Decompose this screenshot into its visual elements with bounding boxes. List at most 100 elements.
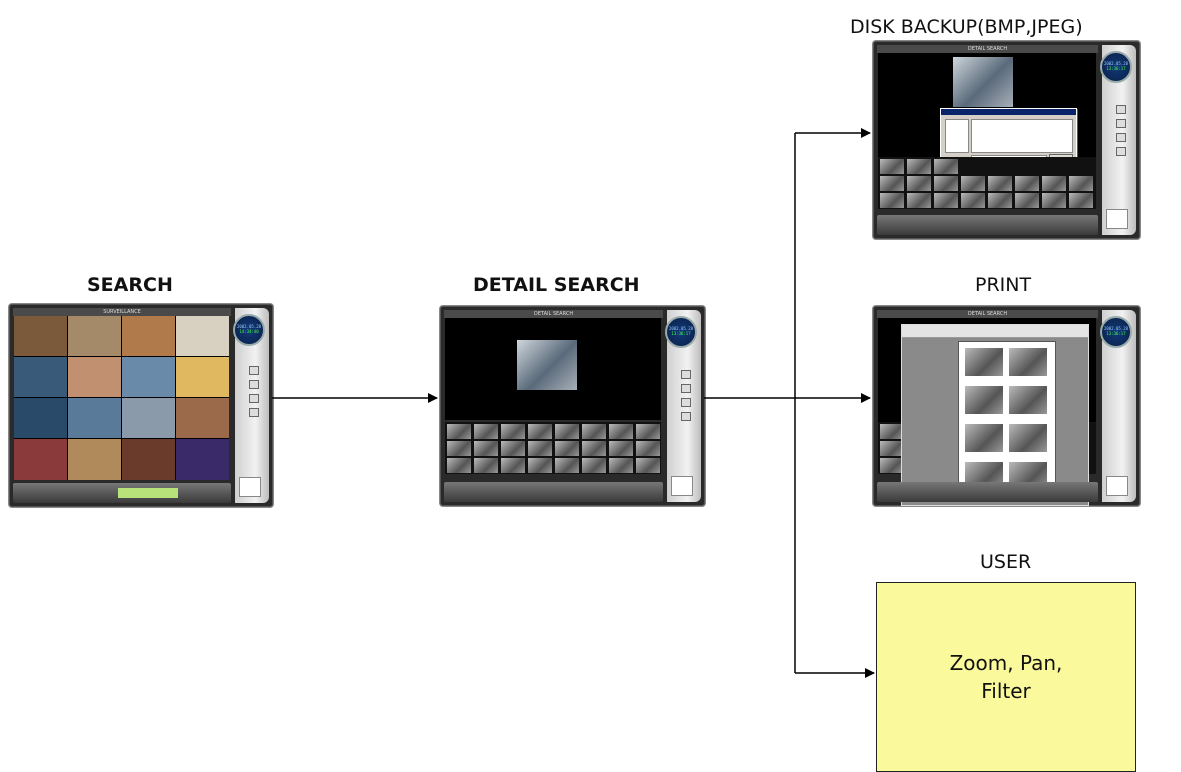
thumbnail [447, 458, 471, 473]
user-feature-box: Zoom, Pan, Filter [876, 582, 1136, 772]
detail-side-panel: 2002.05.28 13:36:17 [665, 310, 701, 502]
panel-button [681, 412, 691, 421]
clock-display: 2002.05.28 14:34:40 [233, 314, 265, 346]
print-toolbar [902, 325, 1088, 338]
backup-thumbnail-strip [878, 157, 1096, 209]
panel-button [1116, 119, 1126, 128]
detail-search-label: DETAIL SEARCH [473, 274, 640, 296]
panel-button [249, 408, 259, 417]
thumbnail [501, 441, 525, 456]
thumbnail [934, 176, 958, 191]
backup-side-panel: 2002.05.28 13:36:17 [1100, 45, 1136, 235]
print-screen-title: DETAIL SEARCH [877, 310, 1098, 318]
camera-cell [68, 316, 121, 356]
clock-date: 2002.05.28 [236, 324, 262, 329]
search-control-bar [13, 483, 231, 503]
print-frame [965, 386, 1003, 414]
search-camera-grid [14, 316, 229, 480]
camera-cell [176, 357, 229, 397]
thumbnail [907, 193, 931, 208]
thumbnail [582, 424, 606, 439]
thumbnail [555, 441, 579, 456]
clock-time: 13:36:17 [1106, 66, 1126, 72]
thumbnail [934, 193, 958, 208]
camera-cell [122, 439, 175, 480]
thumbnail [555, 458, 579, 473]
disk-backup-label: DISK BACKUP(BMP,JPEG) [850, 16, 1083, 38]
clock-display: 2002.05.28 13:36:17 [665, 316, 697, 348]
thumbnail [1015, 193, 1039, 208]
clock-display: 2002.05.28 13:36:17 [1100, 51, 1132, 83]
camera-cell [14, 316, 67, 356]
thumbnail [636, 458, 660, 473]
print-frame [965, 348, 1003, 376]
panel-white-box [1106, 476, 1128, 496]
camera-cell [14, 398, 67, 438]
print-frame [1009, 348, 1047, 376]
disk-backup-screenshot: DETAIL SEARCH 2002.05.28 [872, 40, 1141, 240]
thumbnail [1069, 193, 1093, 208]
camera-cell [68, 357, 121, 397]
clock-date: 2002.05.28 [1103, 326, 1129, 331]
thumbnail [880, 176, 904, 191]
panel-button [1116, 133, 1126, 142]
print-frame [1009, 424, 1047, 452]
search-screenshot: SURVEILLANCE 2002.05.28 14:34:40 [8, 303, 274, 508]
thumbnail [474, 458, 498, 473]
thumbnail [880, 458, 904, 473]
user-label: USER [980, 551, 1032, 573]
user-feature-line: Zoom, Pan, [949, 651, 1063, 675]
clock-display: 2002.05.28 13:36:17 [1100, 316, 1132, 348]
panel-button [1116, 105, 1126, 114]
camera-cell [14, 439, 67, 480]
thumbnail [609, 441, 633, 456]
panel-button [249, 366, 259, 375]
panel-button [681, 370, 691, 379]
thumbnail [528, 424, 552, 439]
panel-button [249, 380, 259, 389]
detail-search-screenshot: DETAIL SEARCH 2002.05.28 13:36:17 [439, 305, 706, 507]
camera-cell [68, 398, 121, 438]
thumbnail [582, 441, 606, 456]
thumbnail [636, 441, 660, 456]
thumbnail [988, 176, 1012, 191]
clock-time: 13:36:17 [671, 331, 691, 337]
print-control-bar [877, 482, 1098, 502]
detail-control-bar [444, 482, 663, 502]
panel-button [249, 394, 259, 403]
thumbnail [1015, 176, 1039, 191]
thumbnail [880, 441, 904, 456]
search-label: SEARCH [87, 274, 173, 296]
dialog-titlebar [941, 109, 1076, 115]
panel-button [681, 384, 691, 393]
search-side-panel: 2002.05.28 14:34:40 [233, 308, 269, 503]
thumbnail [961, 193, 985, 208]
clock-time: 14:34:40 [239, 329, 259, 335]
detail-thumbnail-strip [445, 422, 661, 474]
thumbnail [880, 193, 904, 208]
search-screen-title: SURVEILLANCE [13, 308, 231, 316]
dialog-file-list [971, 119, 1073, 153]
camera-cell [176, 439, 229, 480]
thumbnail [988, 193, 1012, 208]
thumbnail [934, 159, 958, 174]
panel-white-box [671, 476, 693, 496]
thumbnail [961, 176, 985, 191]
panel-button [1116, 147, 1126, 156]
thumbnail [636, 424, 660, 439]
thumbnail [528, 458, 552, 473]
camera-cell [14, 357, 67, 397]
camera-cell [122, 398, 175, 438]
thumbnail [609, 424, 633, 439]
thumbnail [447, 424, 471, 439]
panel-white-box [1106, 209, 1128, 229]
camera-select-strip [118, 488, 178, 498]
backup-control-bar [877, 215, 1098, 235]
thumbnail [582, 458, 606, 473]
backup-frame-image [953, 57, 1013, 107]
print-preview-window [901, 324, 1089, 506]
print-label: PRINT [975, 274, 1032, 296]
thumbnail [609, 458, 633, 473]
thumbnail [907, 159, 931, 174]
